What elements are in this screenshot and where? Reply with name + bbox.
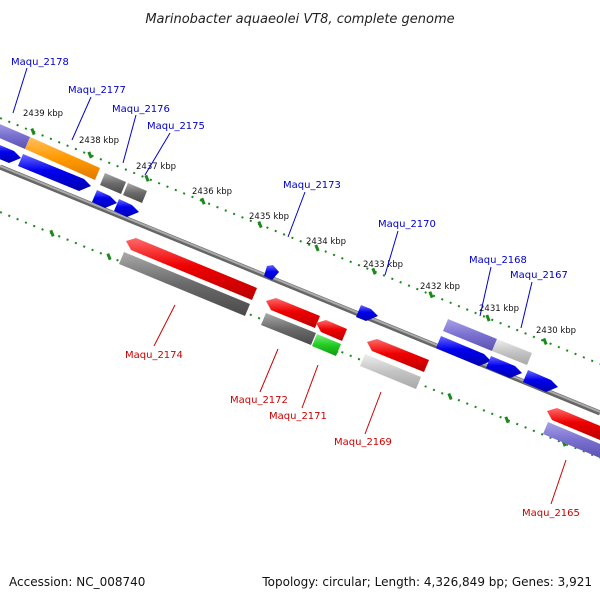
gene-arrow-reverse[interactable] bbox=[367, 339, 429, 372]
gene-label[interactable]: Maqu_2171 bbox=[269, 411, 327, 422]
kbp-label: 2430 kbp bbox=[536, 326, 576, 336]
gene-arrow-forward[interactable] bbox=[523, 370, 558, 392]
gene-label[interactable]: Maqu_2175 bbox=[147, 121, 205, 132]
gene-arrow-forward[interactable] bbox=[264, 265, 279, 280]
gene-arrow-forward[interactable] bbox=[92, 190, 117, 208]
gene-label[interactable]: Maqu_2168 bbox=[469, 255, 527, 266]
gene-block-purple[interactable] bbox=[0, 122, 30, 149]
gene-label[interactable]: Maqu_2178 bbox=[11, 57, 69, 68]
gene-block-light[interactable] bbox=[360, 354, 421, 389]
scale-labels: 2439 kbp 2438 kbp 2437 kbp 2436 kbp 2435… bbox=[23, 109, 576, 336]
gene-label[interactable]: Maqu_2170 bbox=[378, 219, 436, 230]
kbp-label: 2434 kbp bbox=[306, 237, 346, 247]
kbp-label: 2435 kbp bbox=[249, 212, 289, 222]
kbp-label: 2433 kbp bbox=[363, 260, 403, 270]
major-tick bbox=[200, 197, 206, 205]
major-tick bbox=[447, 392, 453, 401]
gene-block-gray[interactable] bbox=[261, 313, 316, 345]
forward-gene-arrows bbox=[0, 143, 558, 392]
gene-block-purple[interactable] bbox=[543, 422, 600, 458]
gene-arrow-forward[interactable] bbox=[18, 154, 91, 191]
reverse-gene-labels: Maqu_2174 Maqu_2172 Maqu_2171 Maqu_2169 … bbox=[125, 350, 580, 519]
gene-block-gray[interactable] bbox=[123, 183, 147, 203]
gene-label[interactable]: Maqu_2173 bbox=[283, 180, 341, 191]
major-tick bbox=[371, 267, 377, 275]
major-tick bbox=[428, 291, 434, 299]
gene-label[interactable]: Maqu_2169 bbox=[334, 437, 392, 448]
major-tick bbox=[144, 174, 150, 182]
gene-arrow-forward[interactable] bbox=[356, 305, 378, 321]
forward-leader-lines bbox=[12, 67, 533, 329]
major-tick bbox=[30, 127, 36, 136]
major-tick bbox=[257, 221, 263, 229]
major-tick bbox=[504, 416, 510, 424]
upper-tick-line bbox=[0, 117, 600, 365]
gene-block-gray[interactable] bbox=[119, 252, 250, 316]
gene-arrow-forward[interactable] bbox=[0, 143, 21, 163]
reverse-leader-lines bbox=[153, 304, 567, 505]
kbp-label: 2432 kbp bbox=[420, 282, 460, 292]
major-tick bbox=[542, 337, 548, 346]
gene-label[interactable]: Maqu_2176 bbox=[112, 104, 170, 115]
gene-arrow-forward[interactable] bbox=[114, 199, 139, 217]
kbp-label: 2438 kbp bbox=[79, 136, 119, 146]
forward-gene-labels: Maqu_2178 Maqu_2177 Maqu_2176 Maqu_2175 … bbox=[11, 57, 568, 281]
gene-arrow-reverse[interactable] bbox=[547, 408, 600, 440]
kbp-label: 2439 kbp bbox=[23, 109, 63, 119]
accession-text: Accession: NC_008740 bbox=[9, 575, 145, 589]
major-tick bbox=[106, 253, 112, 261]
kbp-label: 2431 kbp bbox=[479, 304, 519, 314]
gene-label[interactable]: Maqu_2165 bbox=[522, 508, 580, 519]
gene-label[interactable]: Maqu_2174 bbox=[125, 350, 183, 361]
map-title: Marinobacter aquaeolei VT8, complete gen… bbox=[145, 12, 454, 27]
upper-major-ticks bbox=[30, 127, 548, 346]
gene-block-gray[interactable] bbox=[100, 173, 126, 194]
gene-label[interactable]: Maqu_2167 bbox=[510, 270, 568, 281]
genome-summary-text: Topology: circular; Length: 4,326,849 bp… bbox=[261, 575, 592, 589]
major-tick bbox=[87, 151, 93, 159]
gene-block-green[interactable] bbox=[312, 334, 341, 356]
gene-label[interactable]: Maqu_2172 bbox=[230, 395, 288, 406]
major-tick bbox=[485, 314, 491, 322]
major-tick bbox=[314, 244, 320, 252]
gene-label[interactable]: Maqu_2177 bbox=[68, 85, 126, 96]
major-tick bbox=[49, 229, 55, 237]
gene-arrow-forward[interactable] bbox=[436, 336, 491, 366]
gene-arrow-reverse[interactable] bbox=[266, 298, 320, 328]
reverse-gene-arrows bbox=[126, 238, 600, 440]
gene-arrow-reverse[interactable] bbox=[126, 238, 257, 300]
gene-block-light[interactable] bbox=[492, 339, 532, 365]
gene-arrow-reverse[interactable] bbox=[316, 320, 347, 341]
gene-arrow-forward[interactable] bbox=[486, 356, 522, 378]
kbp-label: 2437 kbp bbox=[136, 162, 176, 172]
forward-genes-similarity bbox=[0, 122, 532, 365]
kbp-label: 2436 kbp bbox=[192, 187, 232, 197]
reverse-genes-similarity bbox=[119, 252, 600, 458]
gene-block-orange[interactable] bbox=[25, 137, 100, 180]
gene-block-purple[interactable] bbox=[443, 319, 497, 351]
